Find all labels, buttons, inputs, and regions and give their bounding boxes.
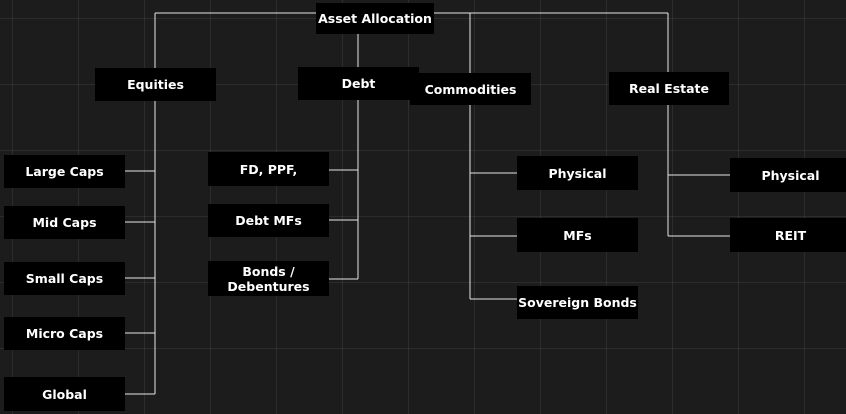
node-label: Physical <box>761 167 820 183</box>
node-debt: Debt <box>298 67 419 100</box>
node-label: Micro Caps <box>25 326 104 341</box>
node-small-caps: Small Caps <box>4 262 125 295</box>
node-label: Debt <box>341 76 376 91</box>
node-label: Sovereign Bonds <box>518 295 637 310</box>
node-label: Small Caps <box>25 271 104 286</box>
node-label: Commodities <box>424 81 517 97</box>
node-label: FD, PPF, <box>239 161 298 177</box>
node-fd-ppf: FD, PPF, <box>208 152 329 186</box>
node-label: Large Caps <box>25 164 104 179</box>
node-label: Physical <box>548 165 607 181</box>
node-sovereign-bonds: Sovereign Bonds <box>517 286 638 319</box>
node-commodities-physical: Physical <box>517 156 638 190</box>
node-label: Global <box>42 386 87 402</box>
node-large-caps: Large Caps <box>4 155 125 188</box>
node-label: Mid Caps <box>32 215 97 230</box>
node-label: Debt MFs <box>235 213 302 228</box>
node-global: Global <box>4 377 125 411</box>
node-label: Real Estate <box>628 81 710 96</box>
node-debt-mfs: Debt MFs <box>208 204 329 237</box>
node-label: Asset Allocation <box>318 11 432 26</box>
node-label: MFs <box>563 227 592 243</box>
node-label: REIT <box>774 227 807 243</box>
node-equities: Equities <box>95 68 216 101</box>
node-commodities-mfs: MFs <box>517 218 638 252</box>
node-bonds-debentures: Bonds / Debentures <box>208 261 329 296</box>
node-mid-caps: Mid Caps <box>4 206 125 239</box>
node-real-estate-physical: Physical <box>730 158 846 192</box>
node-label: Bonds / Debentures <box>227 263 310 294</box>
node-reit: REIT <box>730 218 846 252</box>
node-asset-allocation: Asset Allocation <box>316 3 434 34</box>
node-commodities: Commodities <box>410 73 531 105</box>
node-label: Equities <box>127 77 184 92</box>
node-micro-caps: Micro Caps <box>4 317 125 350</box>
node-real-estate: Real Estate <box>609 72 729 105</box>
